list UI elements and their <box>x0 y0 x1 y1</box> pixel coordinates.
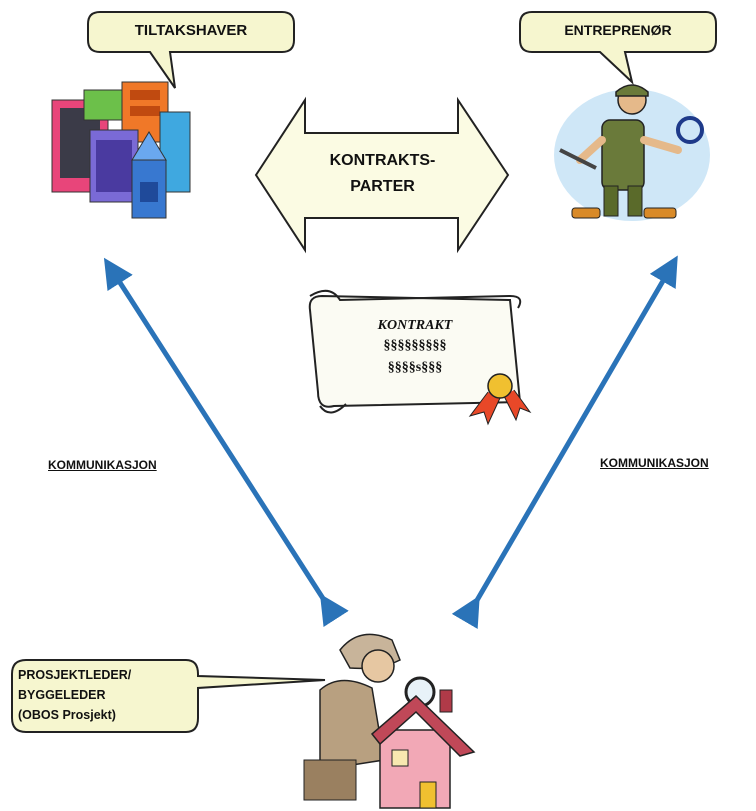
project-manager-label-line3: (OBOS Prosjekt) <box>18 708 116 722</box>
contract-parties-double-arrow <box>254 96 510 254</box>
contract-title: KONTRAKT <box>377 318 453 333</box>
owner-callout <box>87 11 295 89</box>
contractor-callout <box>519 11 717 85</box>
contract-line2: §§§§s§§§ <box>387 360 443 375</box>
contract-line1: §§§§§§§§§ <box>383 338 447 353</box>
worker-with-wrench-icon <box>554 84 710 221</box>
inspector-with-magnifier-house-icon <box>303 633 476 809</box>
project-manager-label-line1: PROSJEKTLEDER/ <box>18 668 132 682</box>
owner-label: TILTAKSHAVER <box>134 22 248 39</box>
right-communication-label: KOMMUNIKASJON <box>600 456 709 470</box>
contract-parties-line1: KONTRAKTS- <box>329 152 436 169</box>
project-manager-label-line2: BYGGELEDER <box>18 688 106 702</box>
contract-parties-line2: PARTER <box>350 178 415 195</box>
contractor-label: ENTREPRENØR <box>564 22 672 38</box>
right-communication-arrow <box>451 255 678 629</box>
city-buildings-icon <box>51 81 191 219</box>
left-communication-label: KOMMUNIKASJON <box>48 458 157 472</box>
left-communication-arrow <box>103 257 349 628</box>
project-manager-callout <box>11 659 326 733</box>
contract-scroll-icon <box>308 289 532 426</box>
